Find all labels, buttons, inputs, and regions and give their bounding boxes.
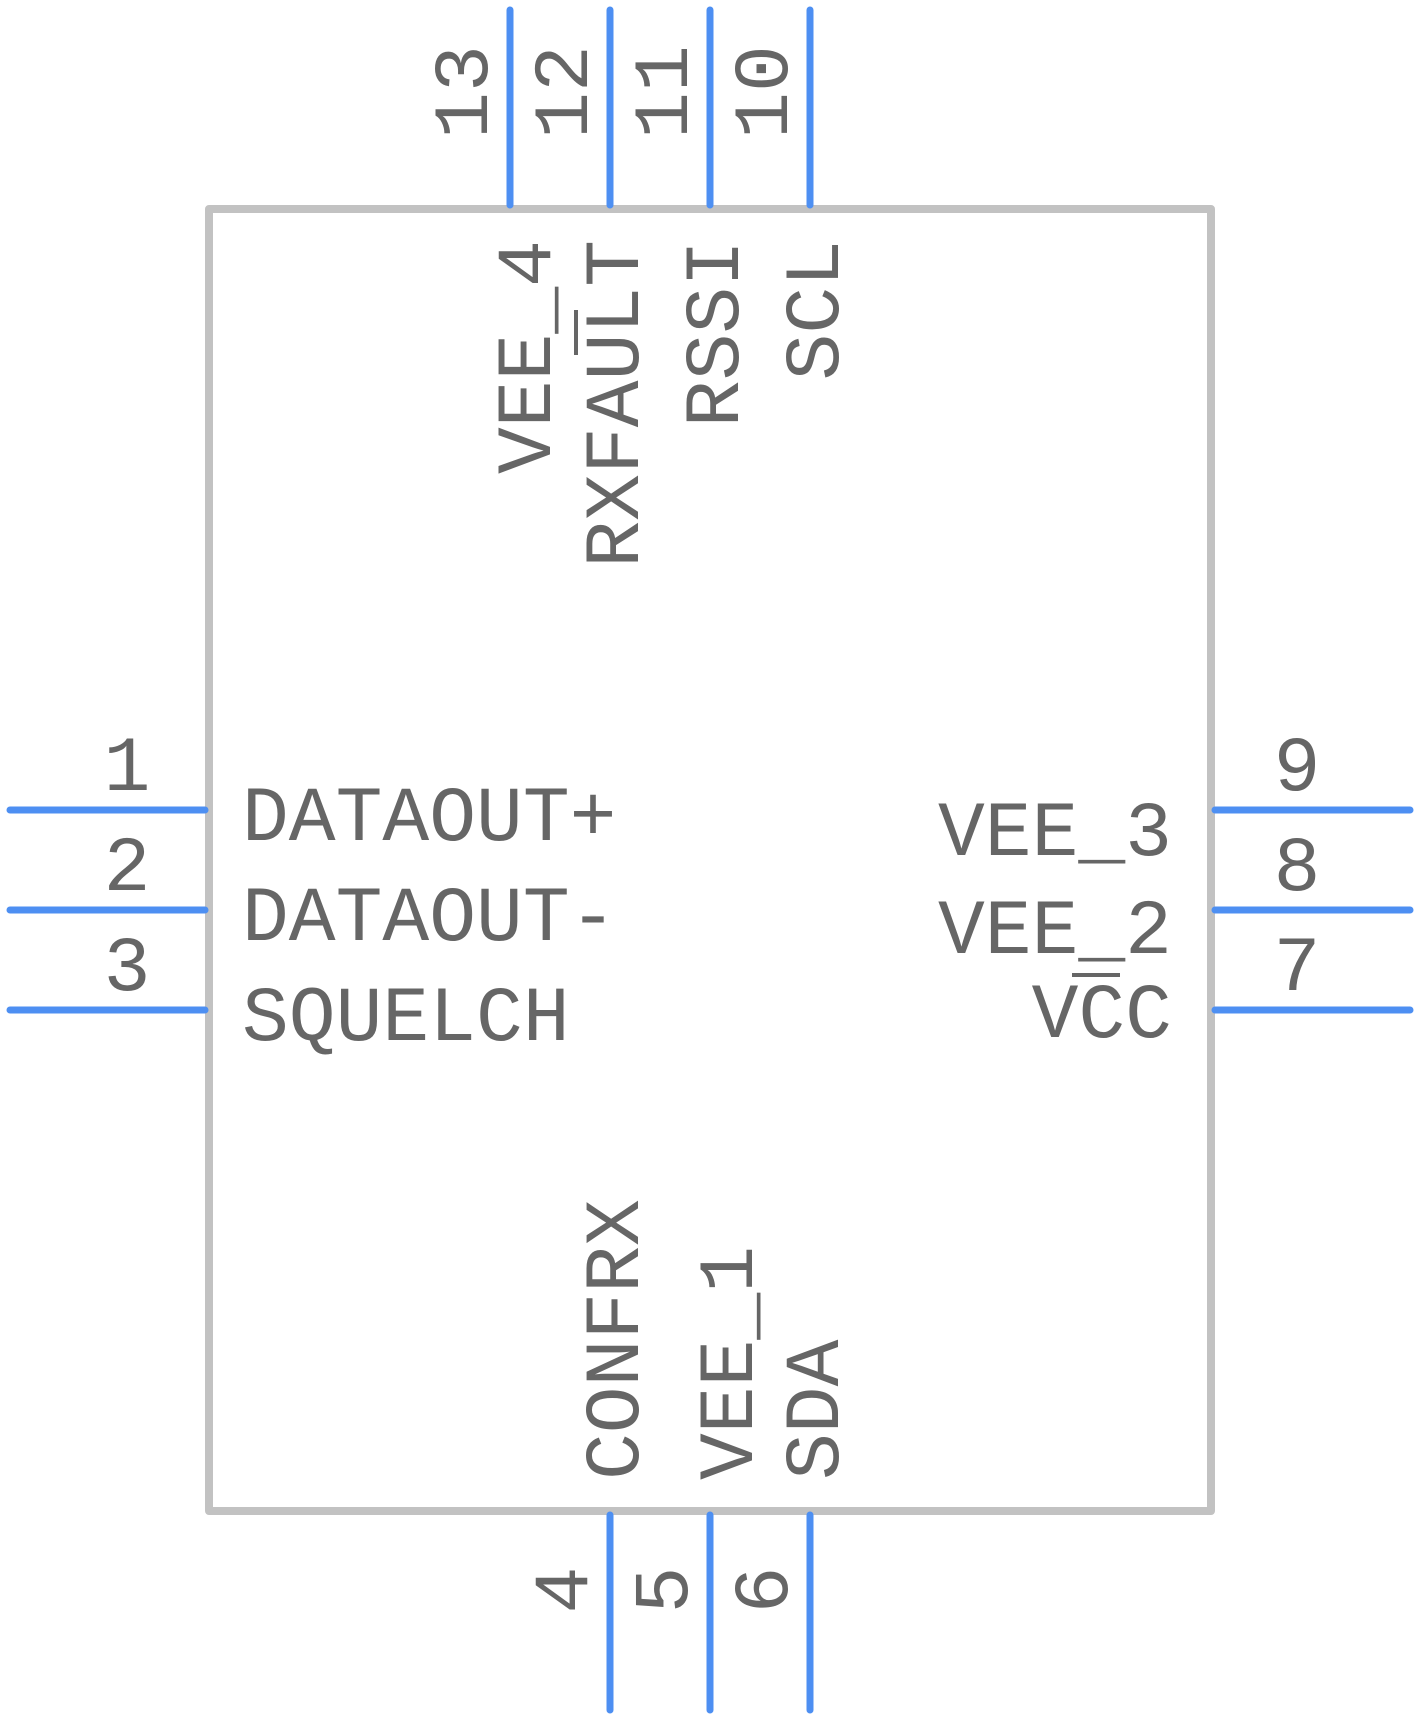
pin-11-number: 11 (623, 45, 711, 139)
pin-4-name: CONFRX (574, 1199, 662, 1480)
pin-10-name: SCL (774, 240, 862, 380)
pin-12-name: RXFAULT (574, 240, 662, 568)
pin-13-name: VEE_4 (486, 240, 574, 474)
pin-2-number: 2 (104, 826, 151, 914)
pin-8-name: VEE_2 (938, 889, 1172, 977)
pin-3-name: SQUELCH (242, 976, 570, 1064)
pin-5-name: VEE_1 (688, 1246, 776, 1480)
pin-4-number: 4 (523, 1567, 611, 1614)
pin-11-name: RSSI (674, 240, 762, 427)
pin-9-name: VEE_3 (938, 791, 1172, 879)
pin-7-number: 7 (1274, 926, 1321, 1014)
pin-10-number: 10 (723, 45, 811, 139)
pin-6-number: 6 (723, 1567, 811, 1614)
pin-7-name: VCC (1032, 973, 1172, 1061)
pin-3-number: 3 (104, 926, 151, 1014)
pin-13-number: 13 (423, 45, 511, 139)
pin-1-number: 1 (104, 726, 151, 814)
pin-5-number: 5 (623, 1567, 711, 1614)
component-body (205, 205, 1215, 1515)
pin-6-name: SDA (774, 1339, 862, 1480)
pin-8-number: 8 (1274, 826, 1321, 914)
pin-1-name: DATAOUT+ (242, 776, 616, 864)
pin-2-name: DATAOUT- (242, 876, 616, 964)
pin-9-number: 9 (1274, 726, 1321, 814)
pin-12-number: 12 (523, 45, 611, 139)
